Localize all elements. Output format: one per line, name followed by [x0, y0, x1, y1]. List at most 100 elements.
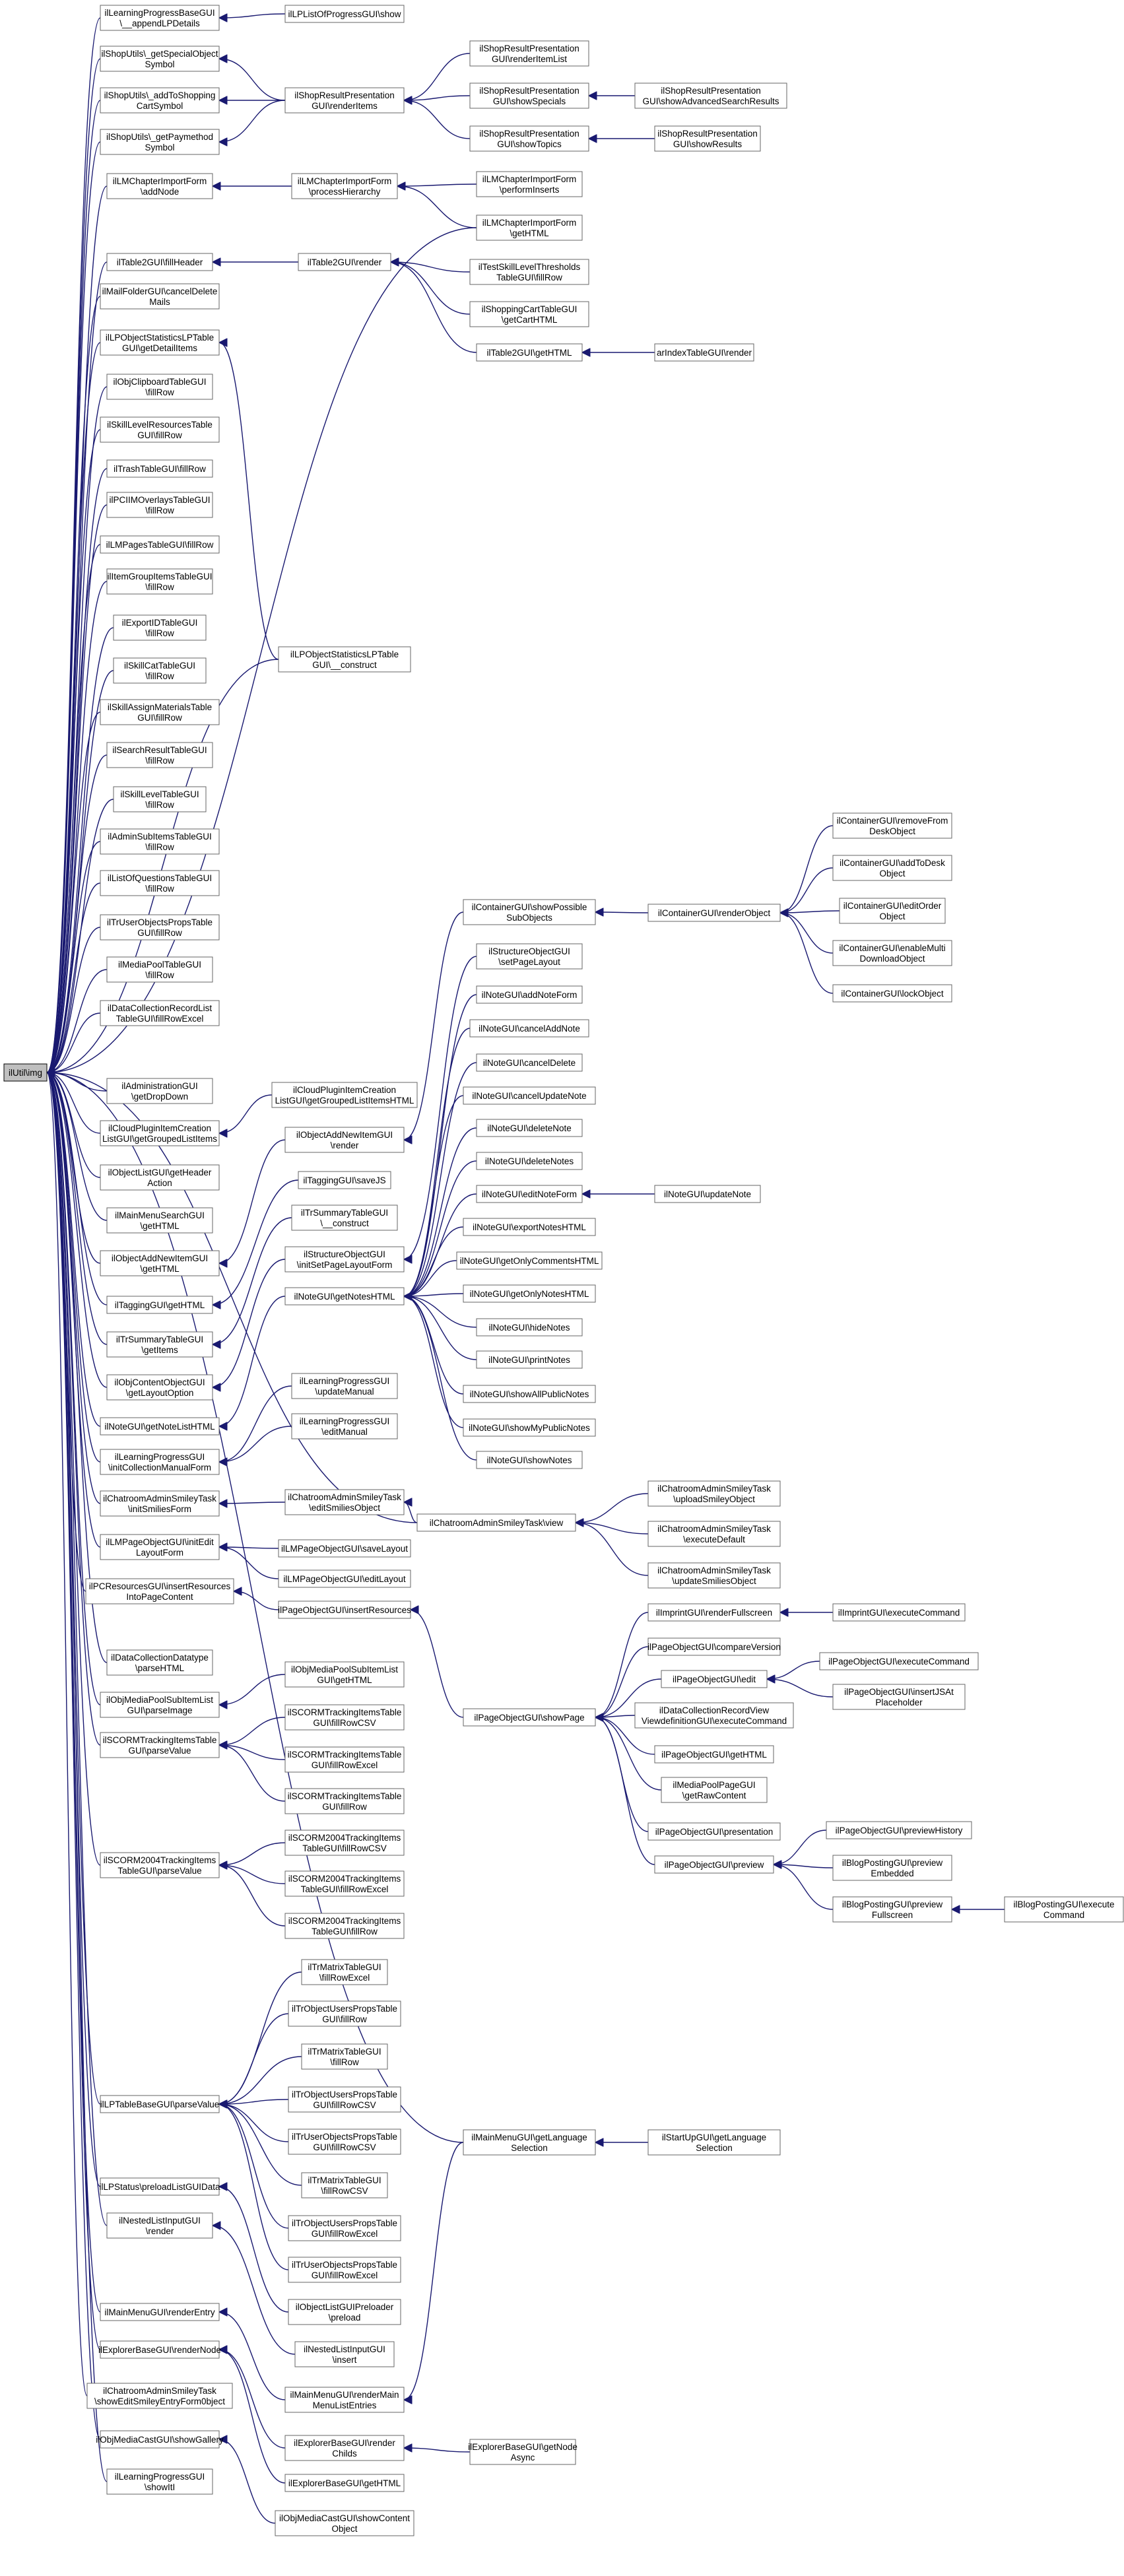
node-ilcloudpluginitemcreation-listgui-getgroupedlistitemshtml[interactable]: ilCloudPluginItemCreationListGUI\getGrou…: [271, 1082, 418, 1108]
node-ilskillcattablegui-fillrow[interactable]: ilSkillCatTableGUI\fillRow: [113, 657, 207, 684]
node-iltrmatrixtablegui-fillrowcsv[interactable]: ilTrMatrixTableGUI\fillRowCSV: [301, 2172, 388, 2198]
node-ildatacollectionrecordlist-tablegui-fillrowexcel[interactable]: ilDataCollectionRecordListTableGUI\fillR…: [100, 1000, 220, 1026]
node-ilpageobjectgui-edit[interactable]: ilPageObjectGUI\edit: [661, 1670, 768, 1688]
node-ilchatroomadminsmileytask-initsmiliesform[interactable]: ilChatroomAdminSmileyTask\initSmiliesFor…: [100, 1490, 220, 1517]
node-iltagginggui-gethtml[interactable]: ilTaggingGUI\getHTML: [106, 1296, 213, 1314]
node-illistofquestionstablegui-fillrow[interactable]: ilListOfQuestionsTableGUI\fillRow: [100, 870, 220, 896]
node-ilnotegui-getnotelisthtml[interactable]: ilNoteGUI\getNoteListHTML: [100, 1417, 220, 1436]
node-ilnestedlistinputgui-render[interactable]: ilNestedListInputGUI\render: [106, 2212, 213, 2239]
node-ilobjectaddnewitemgui-gethtml[interactable]: ilObjectAddNewItemGUI\getHTML: [100, 1250, 220, 1276]
node-ilimprintgui-renderfullscreen[interactable]: ilImprintGUI\renderFullscreen: [647, 1603, 781, 1622]
node-illearningprogressgui-initcollectionmanualform[interactable]: ilLearningProgressGUI\initCollectionManu…: [100, 1449, 220, 1475]
node-ilpageobjectgui-executecommand[interactable]: ilPageObjectGUI\executeCommand: [819, 1652, 979, 1670]
node-ilnotegui-canceladdnote[interactable]: ilNoteGUI\cancelAddNote: [469, 1019, 589, 1038]
node-ilitemgroupitemstablegui-fillrow[interactable]: ilItemGroupItemsTableGUI\fillRow: [106, 568, 213, 595]
node-ilnotegui-getonlynoteshtml[interactable]: ilNoteGUI\getOnlyNotesHTML: [463, 1284, 596, 1303]
node-ilstructureobjectgui-initsetpagelayoutform[interactable]: ilStructureObjectGUI\initSetPageLayoutFo…: [284, 1246, 405, 1272]
node-ilcloudpluginitemcreation-listgui-getgroupedlistitems[interactable]: ilCloudPluginItemCreationListGUI\getGrou…: [100, 1120, 220, 1146]
node-ilmediapooltablegui-fillrow[interactable]: ilMediaPoolTableGUI\fillRow: [106, 956, 213, 983]
node-ilnotegui-canceldelete[interactable]: ilNoteGUI\cancelDelete: [476, 1053, 583, 1072]
node-iltagginggui-savejs[interactable]: ilTaggingGUI\saveJS: [298, 1171, 391, 1189]
node-ilnotegui-shownotes[interactable]: ilNoteGUI\showNotes: [476, 1451, 583, 1469]
node-ilshopresultpresentation-gui-renderitemlist[interactable]: ilShopResultPresentationGUI\renderItemLi…: [469, 40, 589, 67]
node-ilnotegui-editnoteform[interactable]: ilNoteGUI\editNoteForm: [476, 1185, 583, 1203]
node-iltestskilllevelthresholds-tablegui-fillrow[interactable]: ilTestSkillLevelThresholdsTableGUI\fillR…: [469, 259, 589, 285]
node-iltrmatrixtablegui-fillrow[interactable]: ilTrMatrixTableGUI\fillRow: [301, 2043, 388, 2070]
node-iladminsubitemstablegui-fillrow[interactable]: ilAdminSubItemsTableGUI\fillRow: [100, 828, 220, 855]
node-ilimprintgui-executecommand[interactable]: ilImprintGUI\executeCommand: [832, 1603, 966, 1622]
node-iltrmatrixtablegui-fillrowexcel[interactable]: ilTrMatrixTableGUI\fillRowExcel: [301, 1959, 388, 1985]
node-iltruserobjectspropstable-gui-fillrowexcel[interactable]: ilTrUserObjectsPropsTableGUI\fillRowExce…: [288, 2257, 401, 2283]
node-ilnotegui-addnoteform[interactable]: ilNoteGUI\addNoteForm: [476, 985, 583, 1004]
node-ilskillleveltablegui-fillrow[interactable]: ilSkillLevelTableGUI\fillRow: [113, 786, 207, 812]
node-ilnotegui-showallpublicnotes[interactable]: ilNoteGUI\showAllPublicNotes: [463, 1385, 596, 1403]
node-ilchatroomadminsmileytask-view[interactable]: ilChatroomAdminSmileyTask\view: [416, 1513, 576, 1532]
node-ilpageobjectgui-insertresources[interactable]: ilPageObjectGUI\insertResources: [278, 1601, 411, 1619]
node-ilchatroomadminsmileytask-showeditsmileyentryform0bject[interactable]: ilChatroomAdminSmileyTask\showEditSmiley…: [86, 2383, 233, 2409]
node-illmchapterimportform-addnode[interactable]: ilLMChapterImportForm\addNode: [106, 173, 213, 199]
node-illmpagestablegui-fillrow[interactable]: ilLMPagesTableGUI\fillRow: [100, 535, 220, 554]
node-iladministrationgui-getdropdown[interactable]: ilAdministrationGUI\getDropDown: [106, 1078, 213, 1104]
node-ilnotegui-exportnoteshtml[interactable]: ilNoteGUI\exportNotesHTML: [463, 1218, 596, 1236]
node-ilnotegui-cancelupdatenote[interactable]: ilNoteGUI\cancelUpdateNote: [463, 1086, 596, 1105]
node-ilexportidtablegui-fillrow[interactable]: ilExportIDTableGUI\fillRow: [113, 614, 207, 641]
node-illmchapterimportform-performinserts[interactable]: ilLMChapterImportForm\performInserts: [476, 171, 583, 197]
node-ilexplorerbasegui-rendernode[interactable]: ilExplorerBaseGUI\renderNode: [98, 2340, 221, 2359]
node-ilshoppingcarttablegui-getcarthtml[interactable]: ilShoppingCartTableGUI\getCartHTML: [469, 301, 589, 327]
node-ilobjcontentobjectgui-getlayoutoption[interactable]: ilObjContentObjectGUI\getLayoutOption: [106, 1374, 213, 1401]
node-ilmainmenugui-renderentry[interactable]: ilMainMenuGUI\renderEntry: [100, 2303, 220, 2321]
node-illearningprogressgui-showiti[interactable]: ilLearningProgressGUI\showItI: [106, 2468, 213, 2495]
node-ilpageobjectgui-gethtml[interactable]: ilPageObjectGUI\getHTML: [654, 1745, 774, 1764]
node-ilobjectlistguipreloader-preload[interactable]: ilObjectListGUIPreloader\preload: [288, 2299, 401, 2325]
node-ilpciimoverlaystablegui-fillrow[interactable]: ilPCIIMOverlaysTableGUI\fillRow: [106, 492, 213, 518]
node-ilmediapoolpagegui-getrawcontent[interactable]: ilMediaPoolPageGUI\getRawContent: [661, 1777, 768, 1803]
node-ilcontainergui-renderobject[interactable]: ilContainerGUI\renderObject: [647, 904, 781, 922]
node-ilscorm2004trackingitems-tablegui-fillrowexcel[interactable]: ilSCORM2004TrackingItemsTableGUI\fillRow…: [284, 1870, 405, 1897]
node-ildatacollectiondatatype-parsehtml[interactable]: ilDataCollectionDatatype\parseHTML: [106, 1649, 213, 1676]
node-ilobjclipboardtablegui-fillrow[interactable]: ilObjClipboardTableGUI\fillRow: [106, 374, 213, 400]
node-ilcontainergui-lockobject[interactable]: ilContainerGUI\lockObject: [832, 984, 952, 1003]
node-iltable2gui-render[interactable]: ilTable2GUI\render: [298, 253, 391, 271]
node-ildatacollectionrecordview-viewdefinitiongui-executecommand[interactable]: ilDataCollectionRecordViewViewdefinition…: [634, 1702, 794, 1729]
node-ilsearchresulttablegui-fillrow[interactable]: ilSearchResultTableGUI\fillRow: [106, 742, 213, 768]
node-ilchatroomadminsmileytask-uploadsmileyobject[interactable]: ilChatroomAdminSmileyTask\uploadSmileyOb…: [647, 1480, 781, 1507]
node-illpobjectstatisticslptable-gui-getdetailitems[interactable]: ilLPObjectStatisticsLPTableGUI\getDetail…: [100, 329, 220, 356]
node-ilshopresultpresentation-gui-showadvancedsearchresults[interactable]: ilShopResultPresentationGUI\showAdvanced…: [634, 83, 787, 109]
node-ilnotegui-hidenotes[interactable]: ilNoteGUI\hideNotes: [476, 1318, 583, 1337]
node-ilnotegui-getonlycommentshtml[interactable]: ilNoteGUI\getOnlyCommentsHTML: [456, 1251, 603, 1270]
node-iltable2gui-fillheader[interactable]: ilTable2GUI\fillHeader: [106, 253, 213, 271]
node-ilchatroomadminsmileytask-executedefault[interactable]: ilChatroomAdminSmileyTask\executeDefault: [647, 1521, 781, 1547]
node-ilchatroomadminsmileytask-editsmiliesobject[interactable]: ilChatroomAdminSmileyTask\editSmiliesObj…: [284, 1489, 405, 1515]
node-iltable2gui-gethtml[interactable]: ilTable2GUI\getHTML: [476, 343, 583, 362]
node-ilnotegui-deletenotes[interactable]: ilNoteGUI\deleteNotes: [476, 1152, 583, 1170]
node-illplistofprogressgui-show[interactable]: ilLPListOfProgressGUI\show: [284, 5, 405, 23]
node-illmchapterimportform-gethtml[interactable]: ilLMChapterImportForm\getHTML: [476, 215, 583, 241]
node-ilscorm2004trackingitems-tablegui-parsevalue[interactable]: ilSCORM2004TrackingItemsTableGUI\parseVa…: [100, 1852, 220, 1878]
node-ilobjectaddnewitemgui-render[interactable]: ilObjectAddNewItemGUI\render: [284, 1127, 405, 1153]
node-ilnotegui-deletenote[interactable]: ilNoteGUI\deleteNote: [476, 1119, 583, 1137]
node-iltrashtablegui-fillrow[interactable]: ilTrashTableGUI\fillRow: [106, 459, 213, 478]
